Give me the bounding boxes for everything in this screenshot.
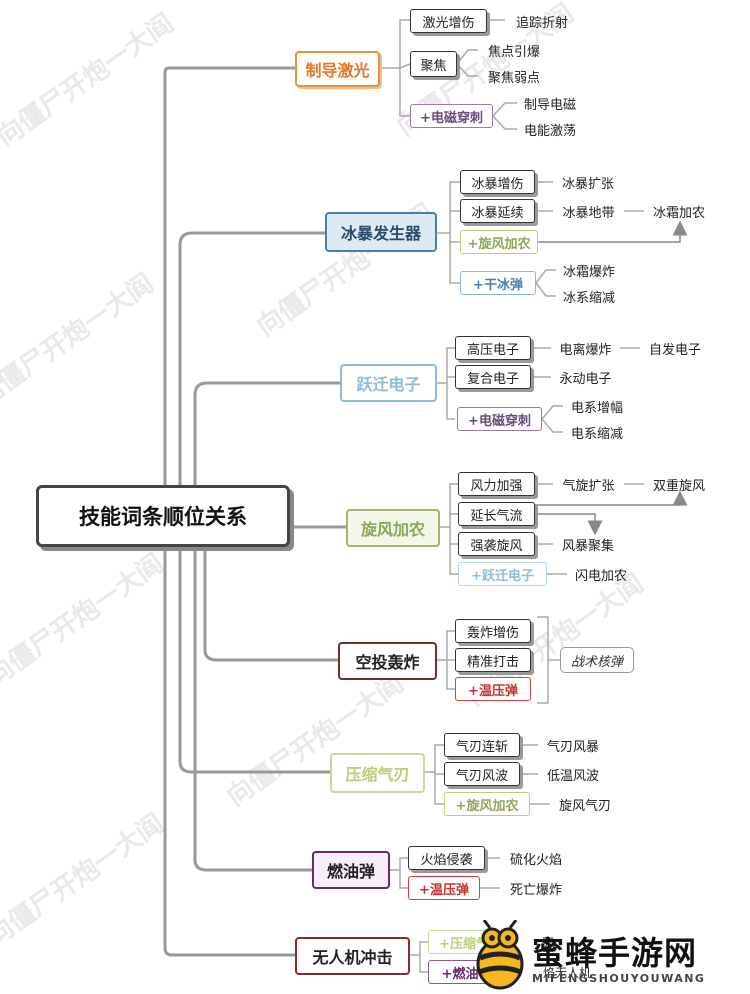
node-blade-wave: 气刃风波: [444, 762, 520, 786]
category-drone: 无人机冲击: [295, 937, 410, 975]
category-ice: 冰暴发生器: [325, 212, 437, 252]
site-logo: 蜜蜂手游网 MIFENGSHOUYOUWANG: [470, 920, 750, 994]
node-compound-electron: 复合电子: [455, 365, 531, 389]
node-energy-surge: 电能激荡: [523, 123, 576, 139]
node-whirl-blade: 旋风气刃: [558, 798, 611, 814]
node-drone-a1: 无: [541, 936, 555, 952]
node-cold-wave: 低温风波: [546, 768, 599, 784]
node-plus-whirl-2: +旋风加农: [444, 792, 530, 816]
node-lightning-cannon: 闪电加农: [574, 568, 627, 584]
node-thermobaric-2: +温压弹: [408, 876, 480, 900]
node-em-pierce: +电磁穿刺: [410, 104, 493, 128]
root-node: 技能词条顺位关系: [36, 485, 290, 547]
category-whirl: 旋风加农: [346, 509, 440, 547]
node-blade-combo: 气刃连斩: [444, 733, 520, 757]
node-blade-storm: 气刃风暴: [546, 739, 599, 755]
node-electric-amp: 电系增幅: [570, 400, 623, 416]
node-precise-strike: 精准打击: [455, 648, 531, 672]
node-ice-reduce: 冰系缩减: [562, 290, 615, 306]
node-ice-extend: 冰暴延续: [460, 199, 535, 223]
node-cyclone-expand: 气旋扩张: [562, 478, 615, 494]
node-bomb-damage: 轰炸增伤: [455, 619, 531, 643]
node-ion-burst: 电离爆炸: [559, 342, 612, 358]
category-jump: 跃迁电子: [340, 364, 437, 402]
node-thermobaric: +温压弹: [455, 677, 531, 701]
bee-icon: [476, 920, 524, 990]
logo-brand: 蜜蜂手游网: [532, 934, 698, 972]
node-focus: 聚焦: [410, 51, 457, 77]
category-compress: 压缩气刃: [330, 753, 425, 793]
node-death-burst: 死亡爆炸: [509, 882, 562, 898]
node-ice-damage: 冰暴增伤: [460, 170, 535, 194]
node-focus-detonate: 焦点引爆: [487, 44, 540, 60]
node-track-refraction: 追踪折射: [515, 15, 568, 31]
node-storm-gather: 风暴聚集: [561, 538, 614, 554]
node-frost-cannon: 冰霜加农: [652, 205, 705, 221]
node-frost-burst: 冰霜爆炸: [562, 264, 615, 280]
node-wind-boost: 风力加强: [458, 472, 535, 496]
node-electric-reduce: 电系缩减: [570, 426, 623, 442]
node-guided-em: 制导电磁: [523, 97, 576, 113]
node-flame-drone: 焰无人机: [542, 965, 591, 980]
node-plus-jump: +跃迁电子: [458, 562, 547, 586]
node-high-voltage: 高压电子: [455, 336, 531, 360]
category-airdrop: 空投轰炸: [338, 642, 437, 680]
node-flame-raid: 火焰侵袭: [408, 846, 485, 870]
node-extend-flow: 延长气流: [458, 502, 535, 526]
node-em-pierce-2: +电磁穿刺: [457, 407, 542, 431]
category-napalm: 燃油弹: [312, 851, 390, 889]
node-assault-whirl: 强袭旋风: [458, 532, 535, 556]
category-laser: 制导激光: [295, 51, 380, 87]
node-perpetual-electron: 永动电子: [559, 371, 612, 387]
node-auto-electron: 自发电子: [648, 342, 701, 358]
node-dry-ice: +干冰弹: [460, 271, 536, 295]
node-sulfur-flame: 硫化火焰: [509, 852, 562, 868]
node-double-whirl: 双重旋风: [652, 478, 705, 494]
node-plus-whirl: +旋风加农: [460, 230, 538, 254]
node-focus-weakness: 聚焦弱点: [487, 70, 540, 86]
node-tactical-nuke: 战术核弹: [560, 647, 634, 673]
node-ice-expand: 冰暴扩张: [561, 176, 614, 192]
node-laser-damage: 激光增伤: [410, 9, 487, 33]
node-ice-zone: 冰暴地带: [562, 205, 615, 221]
logo-subtitle: MIFENGSHOUYOUWANG: [532, 972, 706, 985]
